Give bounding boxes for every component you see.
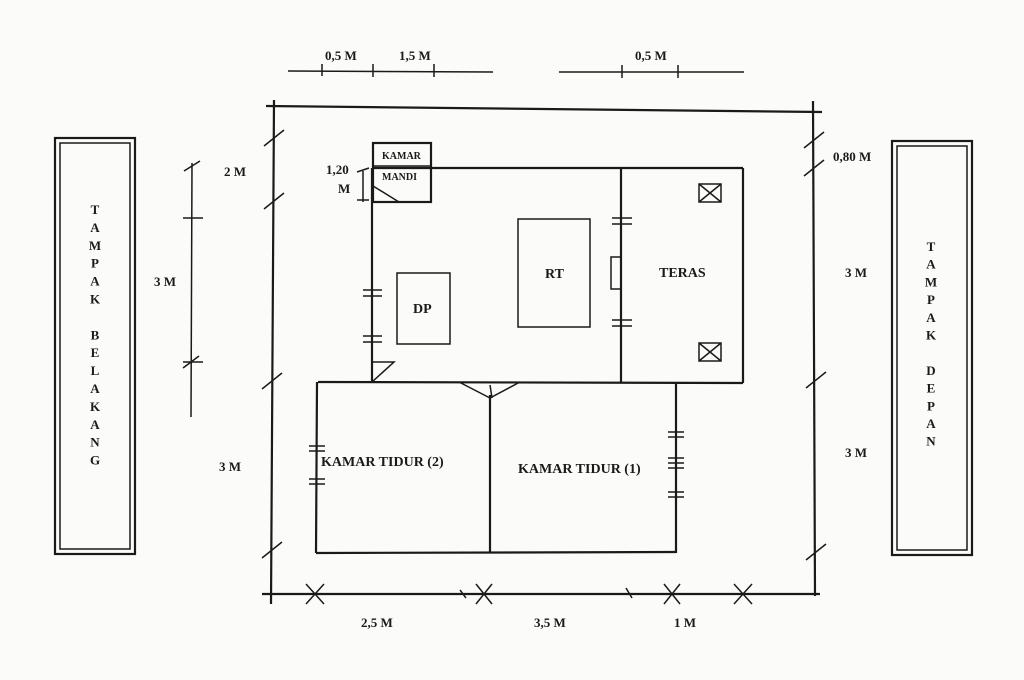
tampak-depan-letter: M bbox=[925, 274, 937, 289]
bottom-dim-3-5: 3,5 M bbox=[534, 615, 566, 630]
teras-column-top-icon bbox=[698, 183, 722, 203]
top-dim-0-5-right: 0,5 M bbox=[635, 48, 667, 63]
top-dimension-lines bbox=[287, 64, 744, 78]
tampak-belakang-letter: T bbox=[91, 202, 100, 217]
room-teras-label: TERAS bbox=[659, 266, 706, 281]
left-dim-3m-upper: 3 M bbox=[154, 274, 176, 289]
tampak-belakang-letter: P bbox=[91, 256, 99, 271]
left-dim-1-20-unit: M bbox=[338, 181, 350, 196]
tampak-depan-panel bbox=[890, 139, 974, 557]
left-dim-2m: 2 M bbox=[224, 164, 246, 179]
tampak-depan-letter: A bbox=[926, 416, 936, 431]
tampak-belakang-letter: A bbox=[90, 220, 100, 235]
kamar-mandi bbox=[356, 141, 433, 204]
room-kamar-tidur-1-label: KAMAR TIDUR (1) bbox=[518, 462, 641, 477]
tampak-depan-letter: N bbox=[926, 434, 936, 449]
right-dim-3m-upper: 3 M bbox=[845, 265, 867, 280]
dp-table bbox=[396, 272, 451, 345]
site-boundary bbox=[261, 99, 827, 605]
tampak-belakang-letter: L bbox=[91, 363, 100, 378]
top-dim-0-5-left: 0,5 M bbox=[325, 48, 357, 63]
left-dimension-line bbox=[182, 160, 203, 418]
kamar-mandi-label-1: KAMAR bbox=[382, 151, 422, 162]
tampak-depan-letter: D bbox=[926, 363, 935, 378]
tampak-depan-letter: T bbox=[927, 239, 936, 254]
tampak-depan-letter: K bbox=[926, 328, 937, 343]
tampak-belakang-letter: N bbox=[90, 435, 100, 450]
tampak-depan-letter: A bbox=[926, 257, 936, 272]
room-dp-label: DP bbox=[413, 302, 432, 317]
tampak-belakang-letter: K bbox=[90, 399, 101, 414]
top-dim-1-5: 1,5 M bbox=[399, 48, 431, 63]
tampak-belakang-letter: A bbox=[90, 417, 100, 432]
left-dim-1-20: 1,20 bbox=[326, 162, 349, 177]
tampak-belakang-letter: K bbox=[90, 292, 101, 307]
tampak-belakang-letter: G bbox=[90, 453, 100, 468]
room-rt-label: RT bbox=[545, 267, 565, 282]
tampak-belakang-letter: B bbox=[91, 327, 100, 342]
room-kamar-tidur-2-label: KAMAR TIDUR (2) bbox=[321, 455, 444, 470]
building-walls bbox=[309, 166, 745, 555]
tampak-depan-letter: E bbox=[927, 381, 936, 396]
kamar-mandi-label-2: MANDI bbox=[382, 172, 417, 183]
bottom-dim-1: 1 M bbox=[674, 615, 696, 630]
tampak-belakang-letter: M bbox=[89, 238, 101, 253]
teras-column-bottom-icon bbox=[698, 342, 722, 362]
tampak-belakang-letter: A bbox=[90, 274, 100, 289]
right-dim-3m-lower: 3 M bbox=[845, 445, 867, 460]
bottom-dim-2-5: 2,5 M bbox=[361, 615, 393, 630]
tampak-depan-letter: A bbox=[926, 310, 936, 325]
right-dim-0-80: 0,80 M bbox=[833, 149, 871, 164]
left-dim-3m-lower: 3 M bbox=[219, 459, 241, 474]
tampak-belakang-letter: E bbox=[91, 345, 100, 360]
tampak-belakang-panel bbox=[53, 136, 137, 556]
tampak-depan-letter: P bbox=[927, 398, 935, 413]
rt-table bbox=[517, 218, 591, 328]
tampak-belakang-letter: A bbox=[90, 381, 100, 396]
tampak-depan-letter: P bbox=[927, 292, 935, 307]
